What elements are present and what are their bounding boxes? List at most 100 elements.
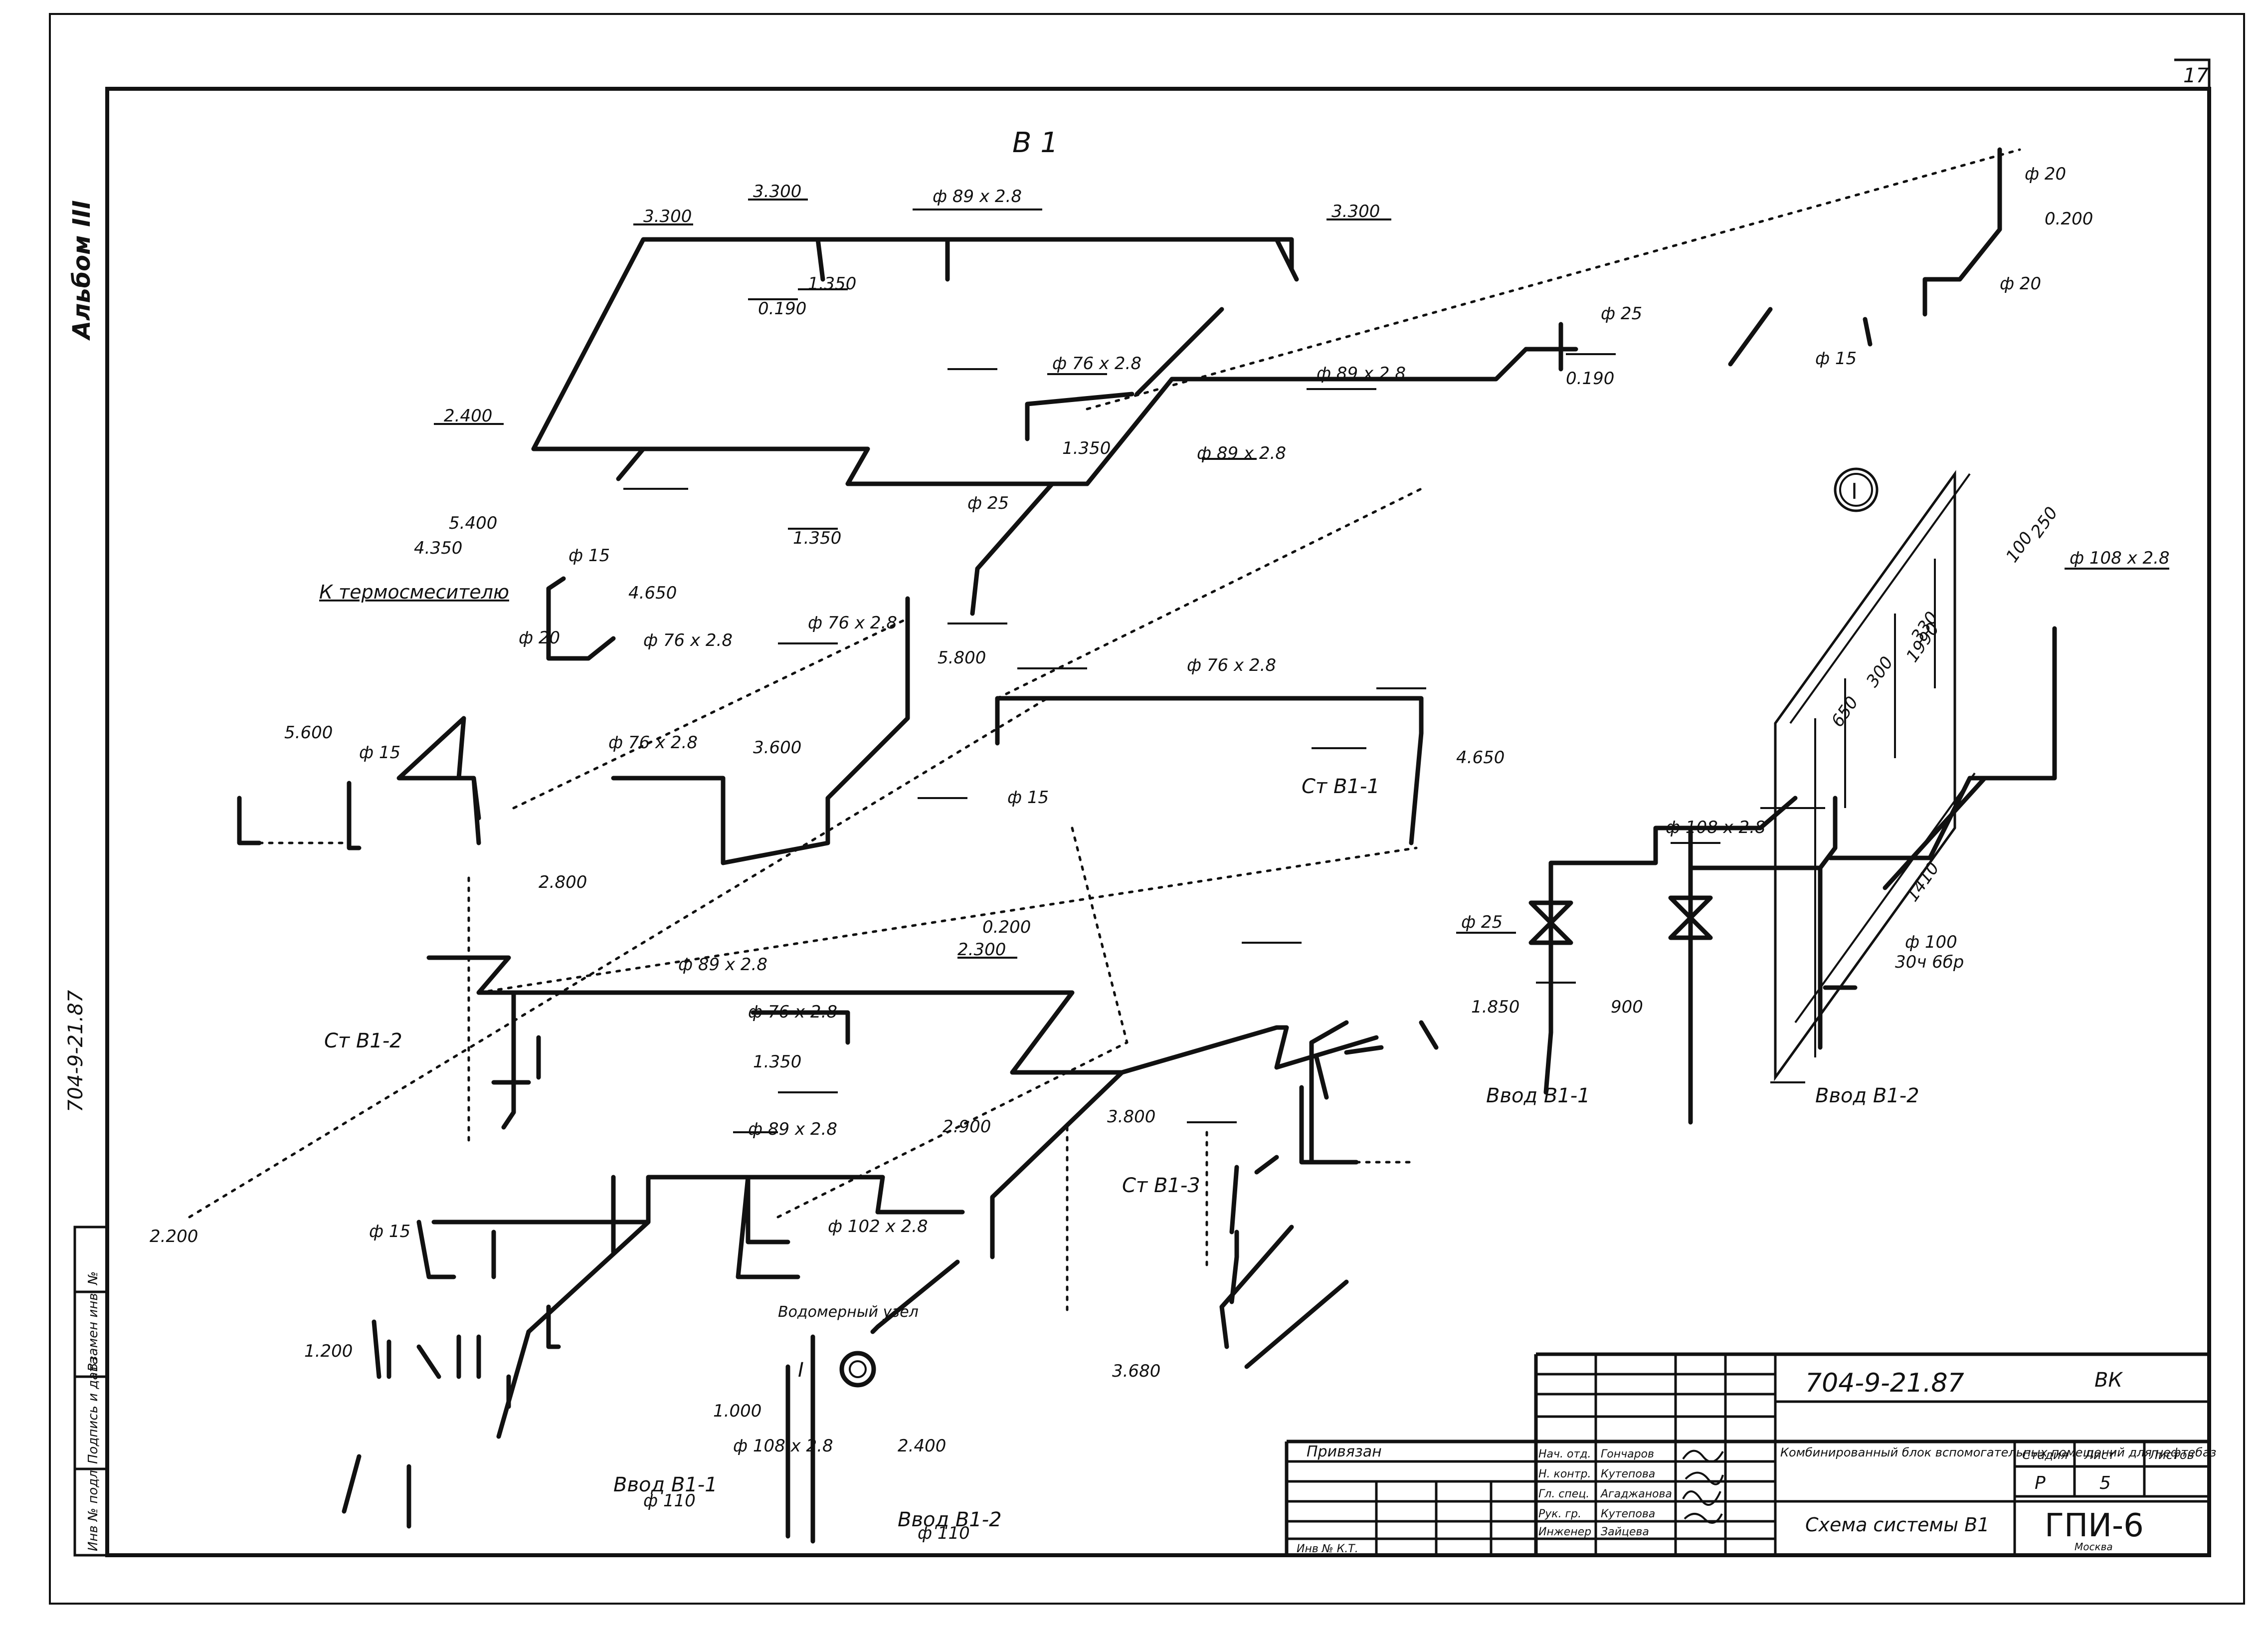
pipe-right-lower (1219, 1155, 1349, 1369)
tb-role-4: Инженер (1538, 1526, 1591, 1538)
pipe-lower-branch (751, 1010, 1439, 1100)
dia-108c: ф 108 х 2.8 (733, 1436, 833, 1456)
tb-bound: Привязан (1307, 1443, 1382, 1460)
dia-15e: ф 15 (369, 1222, 410, 1241)
side-stamp: Инв № подл. Подпись и дата Взамен инв. №… (64, 200, 109, 1557)
pipe-network (237, 147, 2057, 1544)
label-vvod1: Ввод В1-1 (1486, 1084, 1590, 1107)
node-label: I (1851, 479, 1858, 504)
elev-0200a: 0.200 (2045, 209, 2093, 229)
elev-2300: 2.300 (957, 940, 1006, 960)
tb-mark: ВК (2094, 1369, 2123, 1392)
dia-89e: ф 89 х 2.8 (748, 1119, 837, 1139)
elev-2800: 2.800 (539, 872, 587, 892)
label-vodomer: Водомерный узел (778, 1303, 919, 1321)
dia-15c: ф 15 (359, 743, 400, 763)
dia-76c: ф 76 х 2.8 (808, 613, 897, 633)
label-vvod1-bottom: Ввод В1-1 (613, 1473, 718, 1496)
elev-1850: 1.850 (1471, 997, 1519, 1017)
pipe-vodomer-feed (785, 1259, 960, 1544)
elev-2200: 2.200 (150, 1227, 198, 1246)
tb-city: Москва (2075, 1541, 2113, 1553)
pipe-lower-main (426, 955, 1379, 1075)
pipe-left-riser (546, 576, 616, 661)
dot-link-5 (188, 697, 1049, 1219)
dia-15b: ф 15 (1815, 349, 1857, 369)
dim-100: 100 (2002, 528, 2037, 566)
tb-name-3: Кутепова (1601, 1508, 1655, 1520)
pipe-st-v13 (1229, 1165, 1239, 1304)
elev-2400: 2.400 (444, 406, 492, 426)
tb-signatures (1682, 1449, 1724, 1524)
pipe-left-upper (396, 716, 481, 845)
dot-link-top (1086, 148, 2021, 411)
dim-650: 650 (1828, 693, 1863, 731)
tb-stage-h: Стадия (2022, 1448, 2068, 1462)
pipe-right-vertical (1309, 1020, 1349, 1165)
node-bubble-inner (1839, 473, 1873, 507)
dia-25b: ф 25 (967, 493, 1009, 513)
elev-3300b: 3.300 (753, 182, 801, 202)
dia-25a: ф 25 (1601, 304, 1642, 324)
tb-sheets-h: Листов (2149, 1448, 2194, 1462)
elev-3600: 3.600 (753, 738, 801, 758)
label-st2: Ст В1-2 (324, 1030, 402, 1052)
node-detail-dims (1789, 473, 1976, 1057)
pipe-left-bottom-riser (416, 1220, 496, 1279)
dia-100: ф 100 (1905, 932, 1957, 952)
elev-5400: 5.400 (449, 513, 497, 533)
dia-76d: ф 76 х 2.8 (1187, 655, 1276, 675)
tb-name-4: Зайцева (1601, 1526, 1649, 1538)
tb-sheet: 5 (2099, 1473, 2111, 1493)
elev-3300c: 3.300 (1331, 202, 1380, 221)
tb-sheet-title: Схема системы В1 (1805, 1514, 1989, 1536)
pipe-top-riser-a (1025, 322, 1578, 441)
pipe-ur-detail (1728, 147, 2002, 367)
pipe-middle-main (611, 596, 910, 865)
label-d110-a: ф 110 (643, 1491, 696, 1511)
tb-stage: Р (2035, 1473, 2046, 1493)
side-col-sign: Подпись и дата (86, 1357, 101, 1464)
vodomer-inner (849, 1360, 867, 1378)
pipe-top-branch-a (815, 237, 1299, 397)
dia-102: ф 102 х 2.8 (828, 1217, 928, 1237)
dim-250: 250 (2027, 503, 2062, 541)
elev-1350b: 1.350 (1062, 438, 1111, 458)
pipe-inlet-feed (1758, 796, 1838, 1050)
elev-4350: 4.350 (414, 538, 462, 558)
elev-1350a: 1.350 (808, 274, 856, 294)
node-bubble (1834, 467, 1879, 512)
pipe-down-diag (990, 1070, 1125, 1259)
pipe-mid-drop (616, 446, 1055, 616)
tb-name-1: Кутепова (1601, 1468, 1655, 1480)
dia-108a: ф 108 х 2.8 (1666, 818, 1766, 837)
tb-org: ГПИ-6 (2045, 1507, 2144, 1544)
label-termo: К термосмесителю (319, 581, 509, 603)
label-vvod2: Ввод В1-2 (1815, 1084, 1919, 1107)
dot-link-4 (477, 846, 1418, 994)
elev-5800: 5.800 (938, 648, 986, 668)
dia-89a: ф 89 х 2.8 (933, 187, 1022, 206)
dia-89c: ф 89 х 2.8 (1197, 443, 1286, 463)
pipe-top-main (531, 237, 1528, 486)
elev-1350d: 1.350 (753, 1052, 801, 1072)
tb-code: 704-9-21.87 (1805, 1368, 1964, 1398)
elev-1000: 1.000 (713, 1401, 761, 1421)
tb-inv: Инв № К.Т. (1297, 1543, 1358, 1555)
side-doc-code: 704-9-21.87 (64, 990, 87, 1112)
tb-role-1: Н. контр. (1538, 1468, 1591, 1480)
vodomer-circle (839, 1351, 876, 1388)
pipe-5800-main (995, 696, 1424, 845)
pipe-lower-left-riser (491, 990, 541, 1130)
dim-900: 900 (1611, 997, 1643, 1017)
elev-1200: 1.200 (304, 1341, 353, 1361)
elev-3800: 3.800 (1107, 1107, 1155, 1127)
pipe-right-riser (1299, 1045, 1384, 1165)
outer-frame (49, 13, 2245, 1605)
dia-20a: ф 20 (2025, 164, 2066, 184)
label-st1: Ст В1-1 (1302, 775, 1380, 798)
system-mark: В 1 (1012, 127, 1058, 159)
page-number: 17 (2183, 64, 2209, 87)
pipe-bottom-mid (736, 1175, 800, 1279)
